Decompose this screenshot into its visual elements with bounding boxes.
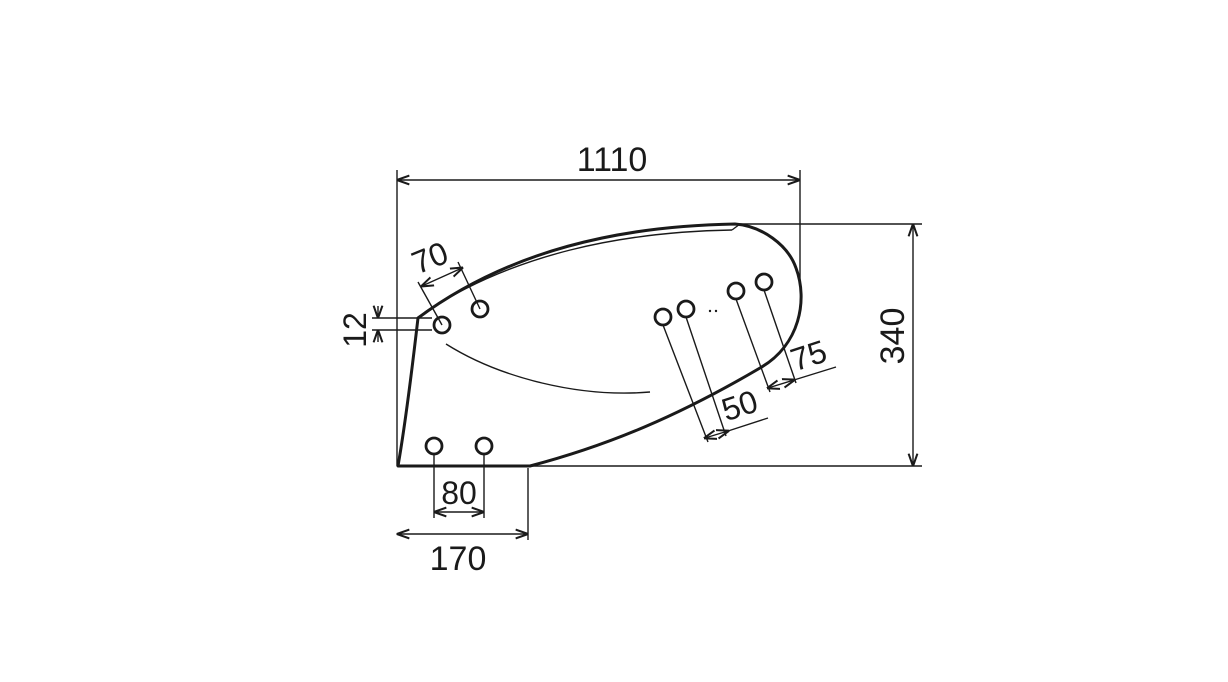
dim-leader-line xyxy=(793,366,837,381)
dim-extension-line xyxy=(417,281,443,326)
rear-mark-dot xyxy=(714,309,718,313)
rear-mark-dot xyxy=(708,309,712,313)
dim-extension-line xyxy=(662,324,709,443)
dim-label-bottom-hole-spacing: 80 xyxy=(441,475,477,511)
dim-label-rear-hole-spacing-outer: 75 xyxy=(786,333,831,378)
dim-line-rear-hole-spacing-outer xyxy=(768,380,794,388)
blade-top-edge xyxy=(424,229,733,313)
bolt-hole xyxy=(424,436,444,456)
bolt-hole xyxy=(653,307,673,327)
bolt-hole xyxy=(676,299,696,319)
blade-tip-notch xyxy=(731,223,741,231)
dim-label-overall-height: 340 xyxy=(874,308,912,365)
dim-label-bottom-length: 170 xyxy=(430,540,487,578)
dim-line-rear-hole-spacing-inner xyxy=(705,431,728,438)
blade-outline xyxy=(396,222,803,468)
dim-extension-line xyxy=(685,316,727,437)
dim-label-front-hole-spacing: 70 xyxy=(407,234,453,281)
bolt-hole xyxy=(474,436,494,456)
blade-inner-curve xyxy=(445,343,651,394)
bolt-hole xyxy=(726,281,746,301)
dim-extension-line xyxy=(735,298,771,393)
bolt-hole xyxy=(754,272,774,292)
dim-extension-line xyxy=(763,289,797,384)
dim-line-front-hole-spacing xyxy=(422,268,462,286)
dim-leader-line xyxy=(727,417,769,432)
dim-label-front-hole-offset: 12 xyxy=(337,312,373,348)
dim-label-overall-length: 1110 xyxy=(577,141,648,179)
